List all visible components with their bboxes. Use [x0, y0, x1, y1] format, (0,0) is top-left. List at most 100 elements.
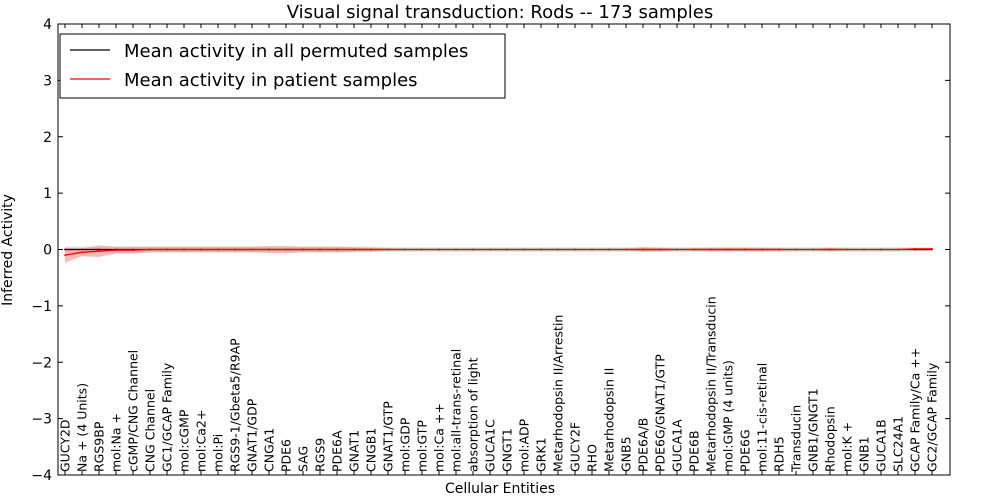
series-line-patient: [64, 248, 932, 256]
data-point: [421, 248, 423, 251]
data-point: [625, 248, 627, 251]
data-point: [914, 248, 916, 250]
x-tick-label: Metarhodopsin II/Arrestin: [551, 315, 566, 472]
x-tick-label: cGMP/CNG Channel: [126, 350, 141, 472]
x-tick-label: mol:Pi: [211, 434, 226, 472]
x-tick-label: GNGT1: [500, 428, 515, 472]
x-tick-label: GC2/GCAP Family: [925, 362, 940, 472]
y-tick-label: −2: [31, 355, 52, 371]
x-tick-label: mol:11-cis-retinal: [755, 363, 770, 472]
y-axis-label: Inferred Activity: [0, 194, 16, 306]
x-tick-label: GUCA1B: [874, 419, 889, 472]
x-tick-label: mol:GDP: [398, 417, 413, 472]
y-tick-label: −1: [31, 299, 52, 315]
data-point: [778, 248, 780, 251]
data-point: [234, 248, 236, 251]
data-point: [268, 248, 270, 251]
data-point: [642, 248, 644, 251]
data-point: [931, 248, 933, 250]
data-point: [149, 248, 151, 251]
data-point: [489, 248, 491, 251]
x-tick-label: Na + (4 Units): [75, 383, 90, 472]
x-tick-label: Metarhodopsin II: [602, 368, 617, 472]
chart-title: Visual signal transduction: Rods -- 173 …: [287, 2, 714, 23]
x-tick-label: GUCA1C: [483, 419, 498, 472]
x-tick-label: GRK1: [534, 437, 549, 472]
data-point: [540, 248, 542, 251]
x-tick-label: mol:ADP: [517, 418, 532, 472]
x-tick-label: GNB1/GNGT1: [806, 388, 821, 472]
data-point: [166, 248, 168, 251]
data-point: [115, 249, 117, 251]
data-point: [302, 248, 304, 251]
x-tick-label: CNGB1: [364, 428, 379, 472]
x-tick-label: GC1/GCAP Family: [160, 362, 175, 472]
data-point: [81, 248, 83, 251]
x-tick-label: GNAT1/GDP: [245, 398, 260, 472]
y-tick-label: 2: [43, 130, 52, 146]
x-tick-label: GUCY2D: [58, 419, 73, 472]
data-point: [744, 248, 746, 251]
data-point: [897, 248, 899, 251]
data-point: [404, 248, 406, 251]
data-point: [574, 248, 576, 251]
data-point: [251, 248, 253, 251]
x-tick-label: mol:GTP: [415, 420, 430, 472]
data-point: [64, 254, 66, 257]
x-tick-label: SAG: [296, 446, 311, 472]
x-tick-label: PDE6A/B: [636, 418, 651, 472]
data-point: [64, 248, 66, 251]
data-point: [659, 248, 661, 251]
data-point: [812, 248, 814, 251]
data-point: [98, 248, 100, 251]
data-point: [523, 248, 525, 251]
x-tick-label: GNAT1/GTP: [381, 401, 396, 472]
x-tick-label: GCAP Family/Ca ++: [908, 348, 923, 472]
data-point: [676, 248, 678, 251]
x-tick-label: GNAT1: [347, 430, 362, 472]
x-tick-label: mol:Ca ++: [432, 403, 447, 472]
data-point: [353, 248, 355, 251]
y-tick-label: 0: [43, 243, 52, 259]
x-axis-label: Cellular Entities: [445, 481, 555, 497]
data-point: [455, 248, 457, 251]
x-tick-label: absorption of light: [466, 357, 481, 472]
x-tick-label: CNGA1: [262, 428, 277, 472]
data-point: [591, 248, 593, 251]
legend-box: [59, 33, 506, 99]
x-tick-label: RGS9: [313, 438, 328, 472]
data-point: [319, 248, 321, 251]
data-point: [336, 248, 338, 251]
data-point: [200, 248, 202, 251]
legend-label-permuted: Mean activity in all permuted samples: [124, 41, 468, 62]
data-point: [472, 248, 474, 251]
x-tick-label: PDE6G: [738, 429, 753, 472]
x-tick-label: Transducin: [789, 405, 804, 473]
x-tick-label: GUCY2F: [568, 422, 583, 472]
data-point: [98, 250, 100, 253]
x-tick-label: mol:Ca2+: [194, 410, 209, 472]
data-point: [846, 248, 848, 251]
data-point: [81, 251, 83, 254]
data-point: [863, 248, 865, 251]
data-point: [438, 248, 440, 251]
x-tick-label: CNG Channel: [143, 389, 158, 472]
data-point: [710, 248, 712, 251]
data-point: [761, 248, 763, 251]
x-tick-label: mol:all-trans-retinal: [449, 349, 464, 472]
x-tick-label: mol:cGMP: [177, 409, 192, 472]
data-point: [506, 248, 508, 251]
x-tick-label: GNB5: [619, 436, 634, 472]
y-tick-label: 1: [43, 186, 52, 202]
x-tick-label: RGS9BP: [92, 421, 107, 472]
data-point: [829, 248, 831, 251]
legend: Mean activity in all permuted samples Me…: [59, 33, 506, 99]
x-tick-label: mol:Na +: [109, 413, 124, 472]
x-tick-label: GUCA1A: [670, 419, 685, 472]
data-point: [370, 248, 372, 251]
x-tick-label: Metarhodopsin II/Transducin: [704, 296, 719, 472]
x-tick-label: RDH5: [772, 436, 787, 472]
y-tick-label: 4: [43, 17, 52, 33]
